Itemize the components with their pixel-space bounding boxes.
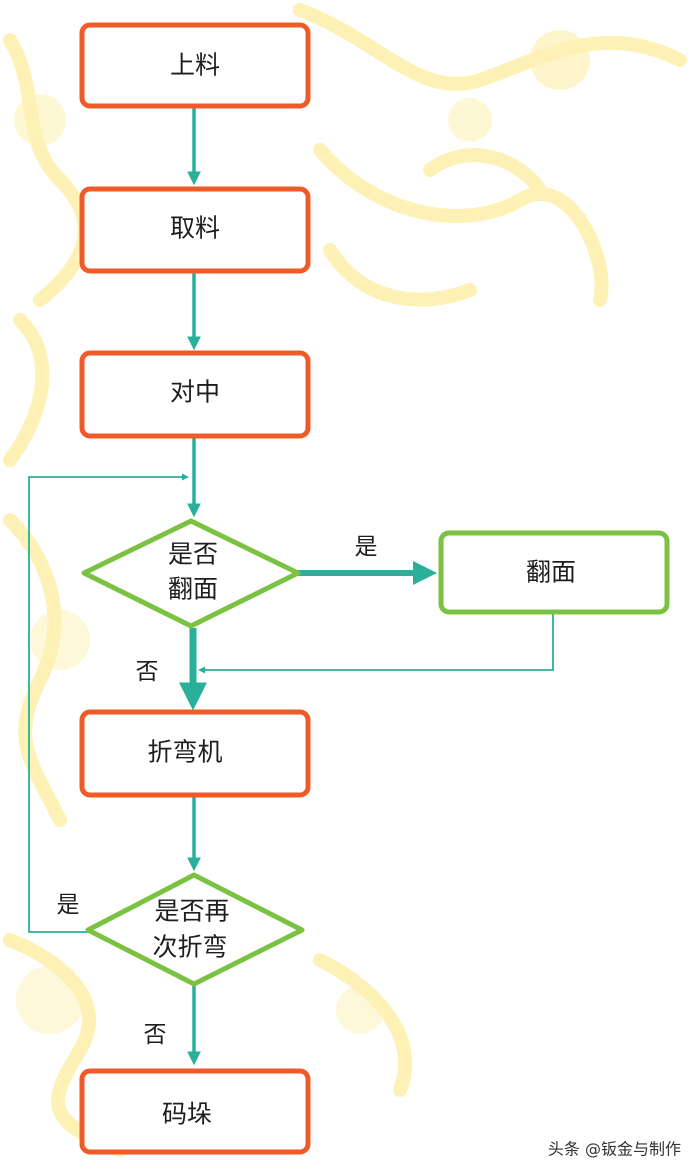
- edge-flip-return: [200, 613, 553, 670]
- rebend-decision-line2: 次折弯: [152, 933, 227, 962]
- node-bend: 折弯机: [82, 712, 308, 795]
- flip-decision-line1: 是否: [168, 540, 218, 569]
- edge-label-flip-no: 否: [136, 659, 159, 685]
- node-rebend-decision: 是否再 次折弯: [88, 875, 302, 984]
- node-stack: 码垛: [82, 1071, 308, 1152]
- node-pick-label: 取料: [170, 214, 220, 243]
- node-pick: 取料: [82, 189, 308, 271]
- node-load-label: 上料: [170, 51, 220, 80]
- node-center-label: 对中: [170, 378, 220, 407]
- edge-label-rebend-no: 否: [144, 1022, 167, 1048]
- node-center: 对中: [82, 353, 308, 436]
- watermark-text: 头条 @钣金与制作: [548, 1140, 681, 1159]
- node-bend-label: 折弯机: [147, 738, 222, 767]
- flip-decision-line2: 翻面: [168, 575, 218, 604]
- node-flip-label: 翻面: [526, 558, 576, 587]
- edge-label-rebend-yes: 是: [57, 892, 80, 918]
- node-load: 上料: [82, 25, 308, 106]
- node-flip: 翻面: [441, 533, 667, 612]
- node-flip-decision: 是否 翻面: [84, 521, 298, 626]
- edge-label-flip-yes: 是: [355, 534, 378, 560]
- rebend-decision-line1: 是否再: [154, 897, 229, 926]
- node-stack-label: 码垛: [162, 1100, 212, 1129]
